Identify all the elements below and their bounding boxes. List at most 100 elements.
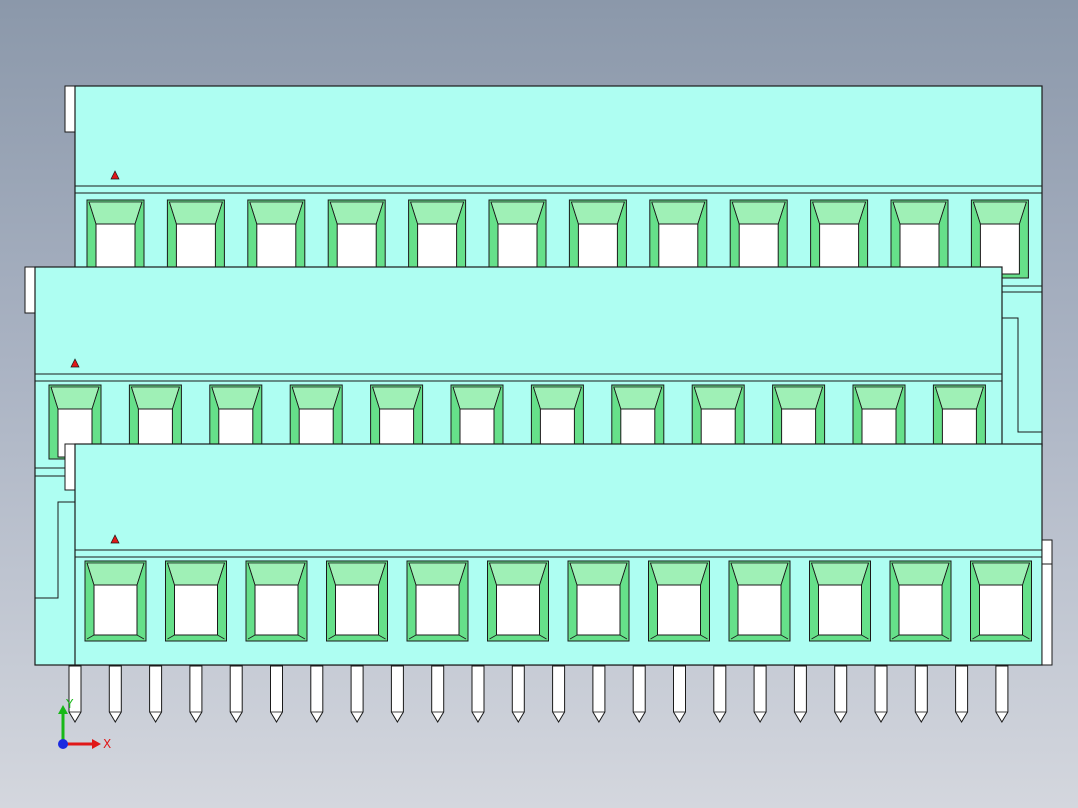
socket-hole: [93, 584, 138, 636]
pin: [149, 665, 163, 723]
pin-body: [189, 665, 203, 723]
socket-bevel-right: [861, 562, 869, 586]
socket-bevel-left: [731, 201, 740, 225]
socket-hole: [336, 223, 377, 275]
socket-bevel-bl: [489, 634, 497, 640]
socket-bevel-br: [539, 634, 547, 640]
pin: [673, 665, 686, 723]
socket-bevel-top: [211, 386, 261, 410]
socket-bevel-top: [891, 562, 950, 586]
socket-bevel-top: [693, 386, 743, 410]
pins-layer: [68, 665, 1009, 723]
socket-bevel-right: [458, 562, 467, 586]
socket-bevel-top: [532, 386, 582, 410]
socket: [890, 199, 949, 279]
socket-bevel-top: [972, 201, 1027, 225]
socket-bevel-right: [91, 386, 100, 410]
socket-hole: [577, 223, 618, 275]
middle-rail-line: [35, 501, 75, 599]
header-front[interactable]: [64, 443, 1053, 666]
pin-body: [471, 665, 485, 723]
socket-bevel-right: [777, 201, 786, 225]
socket-hole: [737, 584, 782, 636]
socket-bevel-right: [217, 562, 225, 586]
pin: [108, 665, 122, 723]
socket-bevel-br: [378, 634, 386, 640]
socket-bevel-top: [247, 562, 306, 586]
socket-bevel-top: [934, 386, 984, 410]
pin-body: [995, 665, 1009, 723]
socket-hole: [175, 223, 216, 275]
pin: [68, 665, 82, 723]
socket-bevel-top: [166, 562, 226, 586]
pin-body: [270, 665, 283, 723]
socket-bevel-top: [810, 562, 870, 586]
pin1-marker: [110, 170, 120, 180]
socket-bevel-left: [329, 201, 338, 225]
socket-hole: [335, 584, 379, 636]
socket-bevel-right: [413, 386, 421, 410]
pin-body: [955, 665, 969, 723]
socket: [245, 560, 308, 642]
socket-bevel-left: [247, 562, 256, 586]
socket-bevel-top: [651, 201, 706, 225]
socket: [327, 199, 386, 279]
pin-body: [592, 665, 606, 723]
socket-bevel-top: [649, 562, 709, 586]
pin: [390, 665, 404, 723]
header-end-tab: [1041, 539, 1053, 565]
socket-bevel-left: [408, 562, 417, 586]
socket-bevel-left: [410, 201, 418, 225]
socket: [487, 560, 549, 642]
socket-bevel-right: [493, 386, 502, 410]
socket-bevel-br: [619, 634, 628, 640]
pin-body: [149, 665, 163, 723]
socket-bevel-right: [815, 386, 823, 410]
socket-bevel-br: [1022, 634, 1030, 640]
socket-bevel-bl: [972, 634, 980, 640]
socket-hole: [497, 223, 538, 275]
pin1-marker: [70, 358, 80, 368]
socket-bevel-right: [536, 201, 545, 225]
socket-bevel-right: [697, 201, 706, 225]
socket-bevel-top: [488, 562, 548, 586]
socket-bevel-left: [811, 562, 819, 586]
socket-hole: [95, 223, 136, 275]
socket-bevel-bl: [167, 634, 175, 640]
triad-z-axis: [58, 739, 68, 749]
socket-bevel-left: [972, 562, 980, 586]
pin-body: [108, 665, 122, 723]
header-end-tab: [24, 266, 36, 314]
socket-bevel-left: [452, 386, 461, 410]
socket-bevel-left: [613, 386, 622, 410]
pin-body: [874, 665, 888, 723]
pin-body: [229, 665, 243, 723]
socket-bevel-right: [700, 562, 708, 586]
pin: [189, 665, 203, 723]
socket-bevel-right: [858, 201, 866, 225]
triad-x-label: X: [103, 737, 111, 751]
pin-body: [68, 665, 82, 723]
axis-triad: Y X: [58, 697, 111, 751]
pin: [552, 665, 566, 723]
pin-body: [390, 665, 404, 723]
pin-body: [834, 665, 848, 723]
socket-bevel-left: [854, 386, 863, 410]
socket-bevel-left: [569, 562, 578, 586]
pin: [592, 665, 606, 723]
socket-bevel-left: [131, 386, 139, 410]
socket-bevel-left: [935, 386, 943, 410]
socket-bevel-top: [854, 386, 904, 410]
socket-bevel-right: [215, 201, 223, 225]
socket-hole: [899, 223, 940, 275]
socket-bevel-top: [291, 386, 341, 410]
socket-bevel-left: [891, 562, 900, 586]
pin-body: [793, 665, 807, 723]
socket-bevel-left: [249, 201, 258, 225]
socket-bevel-top: [892, 201, 947, 225]
socket-bevel-bl: [811, 634, 819, 640]
socket-bevel-br: [941, 634, 950, 640]
pin: [471, 665, 485, 723]
header-end-tab: [64, 85, 76, 133]
